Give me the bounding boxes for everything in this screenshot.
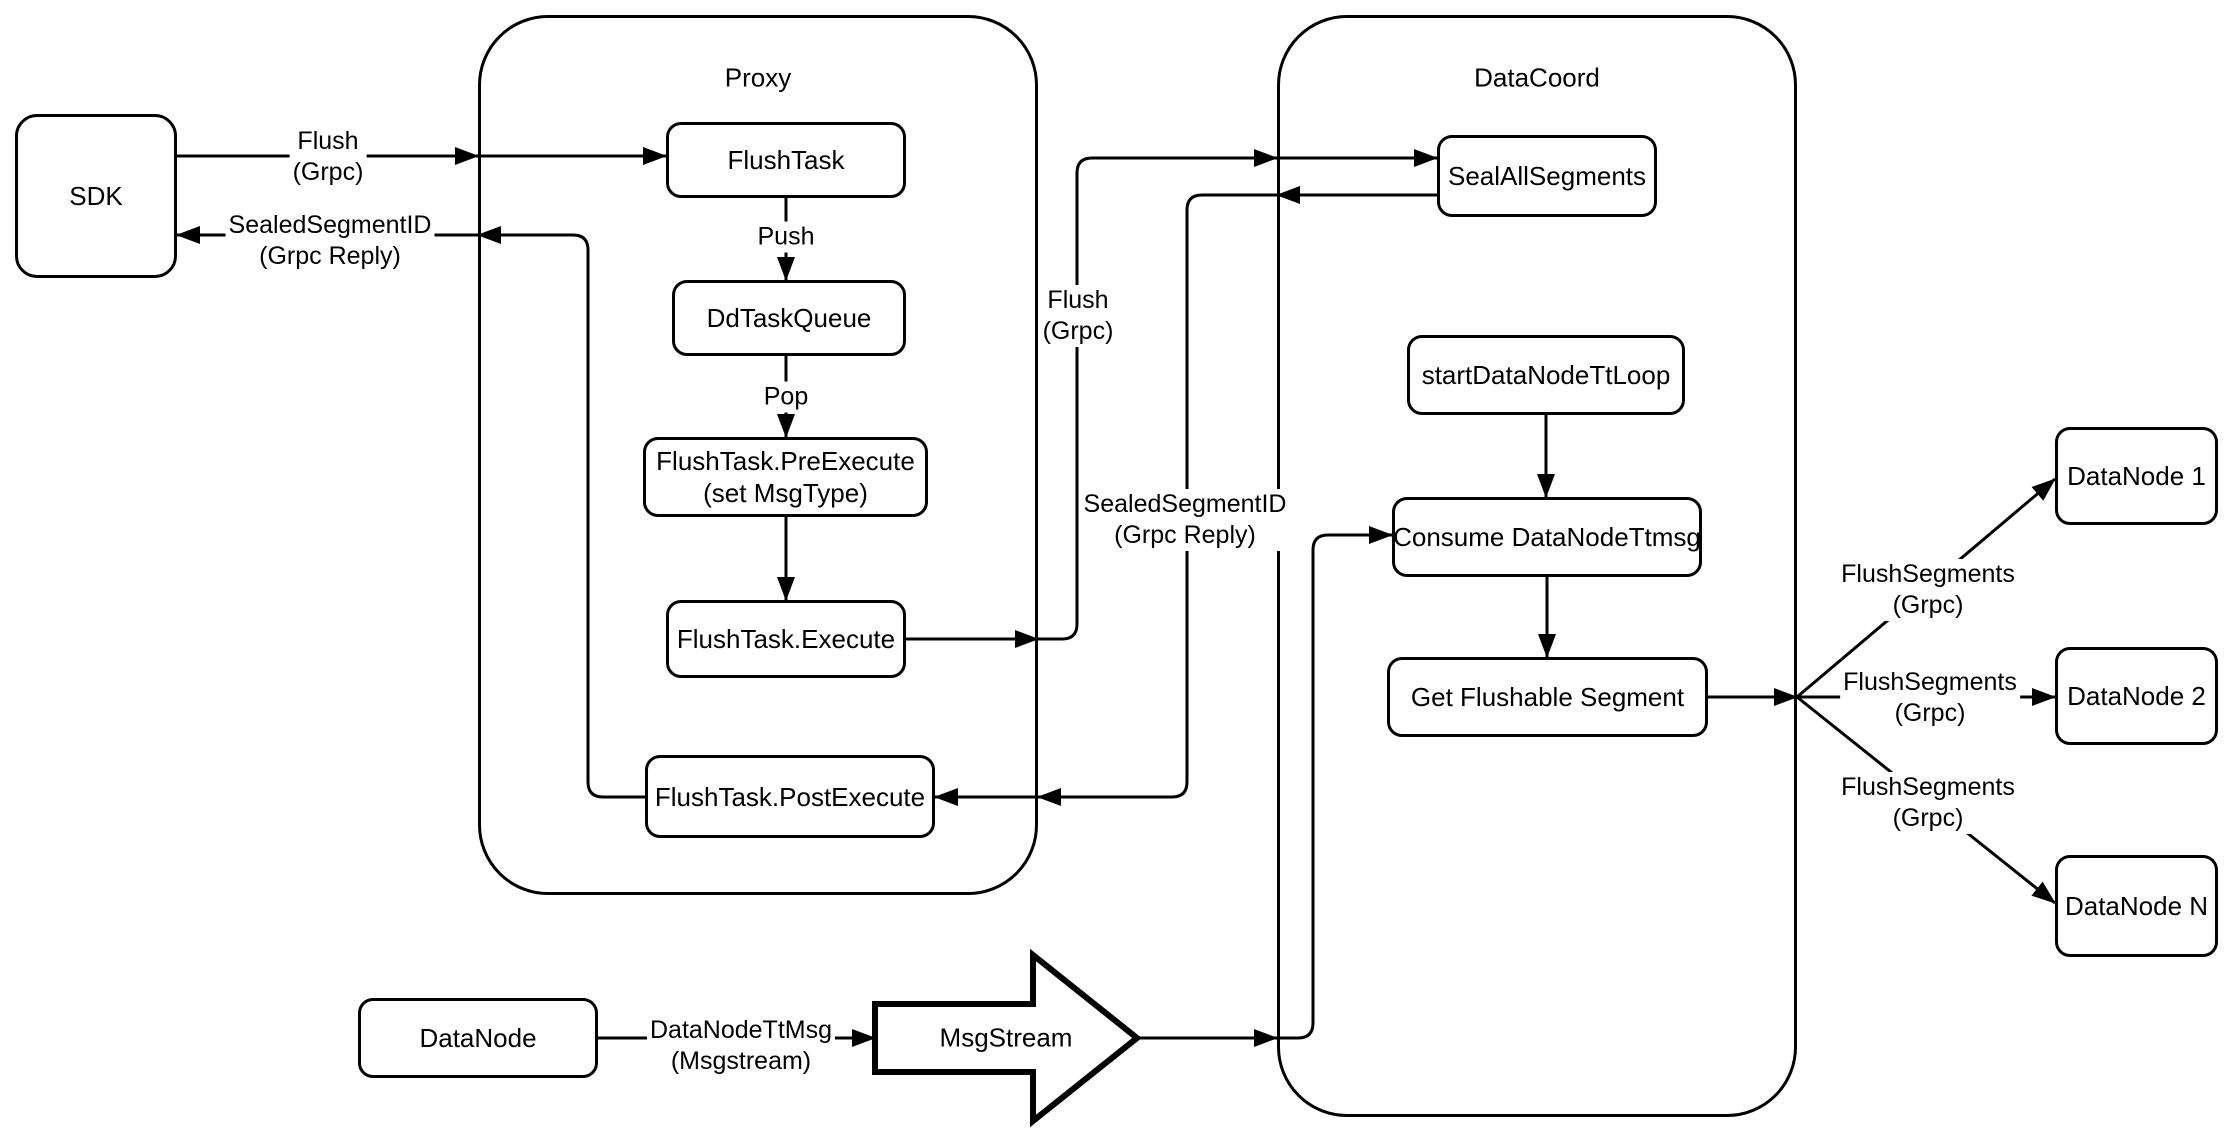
edge-label-flush-grpc-sdk-line2: (Grpc): [292, 158, 364, 186]
node-preexecute-label-line2: (set MsgType): [703, 478, 868, 508]
edge-label-flush-grpc-mid-line1: Flush: [1047, 286, 1109, 314]
edge-label-flushsegments-1: FlushSegments (Grpc): [1838, 559, 2018, 621]
node-consumedatanodettmsg-label: Consume DataNodeTtmsg: [1393, 522, 1701, 552]
edge-label-datanodettmsg-line2: (Msgstream): [670, 1047, 812, 1075]
edge-label-flush-grpc-mid: Flush (Grpc): [1039, 285, 1117, 347]
datacoord-container: [1277, 15, 1797, 1117]
node-datanode2-label: DataNode 2: [2067, 681, 2206, 711]
node-startdatanodettloop: startDataNodeTtLoop: [1407, 335, 1685, 415]
node-consumedatanodettmsg: Consume DataNodeTtmsg: [1392, 497, 1702, 577]
edge-label-pop-text: Pop: [763, 382, 809, 411]
edge-label-sealed-reply-mid-line2: (Grpc Reply): [1114, 521, 1256, 549]
node-ddtaskqueue-label: DdTaskQueue: [706, 303, 872, 333]
edge-label-sealed-reply-mid-line1: SealedSegmentID: [1083, 490, 1287, 518]
node-flushtask-label: FlushTask: [727, 145, 845, 175]
node-sdk-label: SDK: [69, 181, 123, 211]
node-postexecute: FlushTask.PostExecute: [645, 755, 935, 838]
node-preexecute-label-line1: FlushTask.PreExecute: [656, 446, 915, 476]
edge-label-flushsegments-2: FlushSegments (Grpc): [1840, 667, 2020, 729]
node-datanoden-label: DataNode N: [2064, 891, 2209, 921]
node-datanode: DataNode: [358, 998, 598, 1078]
node-getflushablesegment: Get Flushable Segment: [1387, 657, 1708, 737]
edge-label-datanodettmsg-line1: DataNodeTtMsg: [649, 1016, 833, 1044]
edge-label-sealed-reply-mid: SealedSegmentID (Grpc Reply): [1080, 489, 1290, 551]
edge-label-pop: Pop: [760, 381, 812, 413]
msgstream-arrow-shape: [872, 948, 1142, 1128]
edge-label-sealed-reply-sdk-line2: (Grpc Reply): [259, 242, 401, 270]
edge-flush-to-datacoord-border: [1038, 149, 1278, 641]
node-execute: FlushTask.Execute: [666, 600, 906, 678]
edge-label-flushsegments-2-line1: FlushSegments: [1843, 668, 2017, 696]
node-startdatanodettloop-label: startDataNodeTtLoop: [1421, 360, 1671, 390]
edge-label-sealed-reply-sdk: SealedSegmentID (Grpc Reply): [225, 210, 435, 272]
edge-label-datanodettmsg: DataNodeTtMsg (Msgstream): [646, 1015, 836, 1077]
edge-label-flush-grpc-mid-line2: (Grpc): [1042, 317, 1114, 345]
node-postexecute-label: FlushTask.PostExecute: [654, 781, 926, 812]
edge-label-flushsegments-1-line2: (Grpc): [1892, 591, 1964, 619]
edge-label-flushsegments-3-line1: FlushSegments: [1841, 773, 2015, 801]
node-execute-label: FlushTask.Execute: [676, 624, 896, 654]
datacoord-container-label: DataCoord: [1474, 62, 1600, 93]
edge-label-flush-grpc-sdk: Flush (Grpc): [289, 126, 367, 188]
node-ddtaskqueue: DdTaskQueue: [672, 280, 906, 356]
node-datanoden: DataNode N: [2055, 855, 2218, 957]
proxy-container: [478, 15, 1038, 895]
edge-label-flushsegments-3-line2: (Grpc): [1892, 804, 1964, 832]
edge-label-sealed-reply-sdk-line1: SealedSegmentID: [228, 211, 432, 239]
node-datanode-label: DataNode: [419, 1023, 537, 1053]
node-preexecute: FlushTask.PreExecute (set MsgType): [643, 437, 928, 517]
edge-border-to-consume: [1277, 526, 1393, 1040]
node-datanode1: DataNode 1: [2055, 427, 2218, 525]
edge-label-push: Push: [754, 221, 818, 253]
edge-postexecute-reply-proxy-border: [477, 226, 645, 799]
edge-label-flushsegments-1-line1: FlushSegments: [1841, 560, 2015, 588]
node-sealallsegments: SealAllSegments: [1437, 135, 1657, 217]
edge-label-push-text: Push: [757, 222, 815, 251]
edge-label-flushsegments-2-line2: (Grpc): [1894, 699, 1966, 727]
msgstream-arrow-label: MsgStream: [939, 1022, 1073, 1053]
node-sealallsegments-label: SealAllSegments: [1448, 161, 1646, 191]
node-sdk: SDK: [15, 114, 177, 278]
edge-label-flushsegments-3: FlushSegments (Grpc): [1838, 772, 2018, 834]
node-getflushablesegment-label: Get Flushable Segment: [1410, 682, 1685, 712]
node-datanode2: DataNode 2: [2055, 647, 2218, 745]
edge-label-flush-grpc-sdk-line1: Flush: [297, 127, 359, 155]
node-datanode1-label: DataNode 1: [2067, 461, 2206, 491]
node-flushtask: FlushTask: [666, 122, 906, 198]
proxy-container-label: Proxy: [724, 62, 792, 93]
